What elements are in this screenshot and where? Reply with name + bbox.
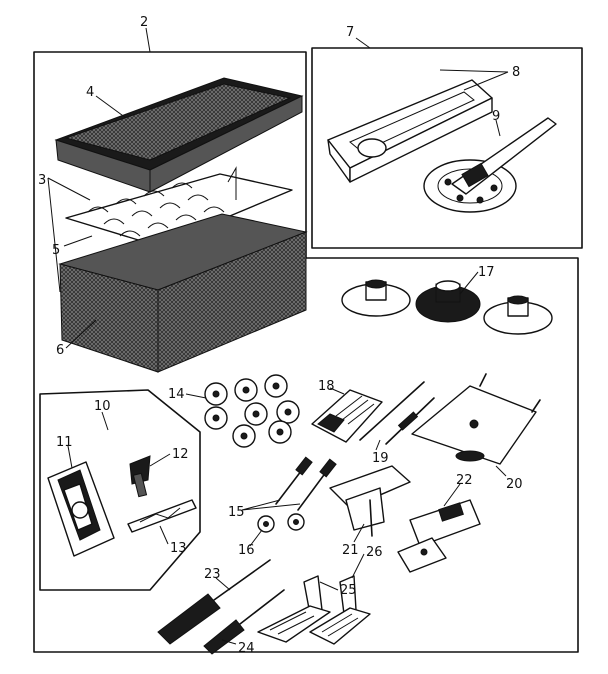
small-screwdriver xyxy=(203,589,285,655)
callout-10: 10 xyxy=(94,399,111,414)
callout-21: 21 xyxy=(342,543,359,558)
callout-4: 4 xyxy=(86,85,94,100)
needle-threader xyxy=(127,499,197,533)
bobbins xyxy=(204,374,300,448)
attachment-case xyxy=(327,79,493,183)
outer-frame xyxy=(33,51,579,653)
attachment-box-frame xyxy=(311,47,583,249)
feed-cover-plate xyxy=(411,373,541,465)
callout-23: 23 xyxy=(204,567,221,582)
buttonhole-foot xyxy=(397,499,481,573)
felt-washers xyxy=(257,513,305,533)
needle-kit-frame xyxy=(39,389,201,591)
callout-8: 8 xyxy=(512,65,520,80)
callout-22: 22 xyxy=(456,473,473,488)
callout-19: 19 xyxy=(372,451,389,466)
callout-25: 25 xyxy=(340,583,357,598)
callout-6: 6 xyxy=(56,343,64,358)
callout-16: 16 xyxy=(238,543,255,558)
needle-pack xyxy=(311,389,383,443)
callout-14: 14 xyxy=(168,387,185,402)
callout-17: 17 xyxy=(478,265,495,280)
callout-3: 3 xyxy=(38,173,46,188)
callout-18: 18 xyxy=(318,379,335,394)
callout-9: 9 xyxy=(492,109,500,124)
box-base xyxy=(58,213,308,373)
callout-24: 24 xyxy=(238,641,255,656)
callout-11: 11 xyxy=(56,435,73,450)
tray-insert xyxy=(65,166,293,247)
presser-foot-right xyxy=(309,575,371,645)
leader-lines xyxy=(47,27,509,645)
callout-numbers: 2 3 4 5 6 7 8 9 10 11 12 13 14 15 16 17 … xyxy=(38,15,523,656)
buttonhole-attachment xyxy=(423,117,557,213)
spool-holders xyxy=(341,279,553,335)
thumb-screw xyxy=(129,455,151,498)
callout-26: 26 xyxy=(366,545,383,560)
box-lid xyxy=(54,77,304,193)
presser-foot-left xyxy=(257,575,331,643)
callout-15: 15 xyxy=(228,505,245,520)
large-screwdriver xyxy=(157,559,271,645)
machine-needles xyxy=(275,456,337,511)
callout-20: 20 xyxy=(506,477,523,492)
callout-13: 13 xyxy=(170,541,187,556)
callout-5: 5 xyxy=(52,243,60,258)
callout-12: 12 xyxy=(172,447,189,462)
callout-2: 2 xyxy=(140,15,148,30)
callout-7: 7 xyxy=(346,25,354,40)
edge-stitcher xyxy=(329,465,411,537)
needle-case xyxy=(47,461,115,557)
small-tools xyxy=(359,381,435,445)
